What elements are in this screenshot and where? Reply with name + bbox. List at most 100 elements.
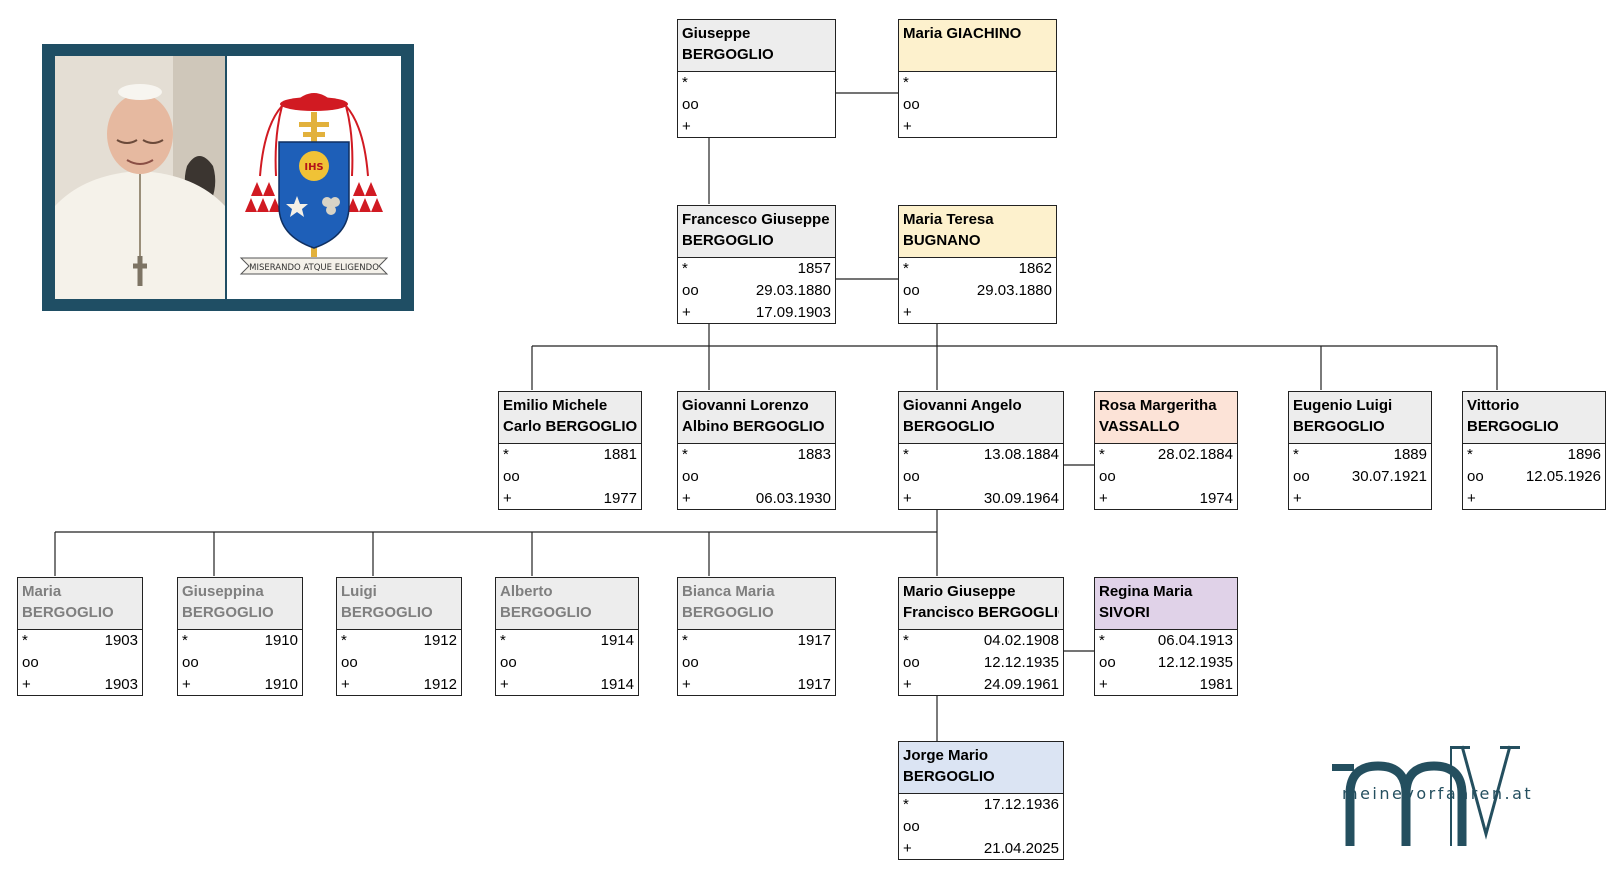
death-symbol: + — [1467, 490, 1476, 507]
death-symbol: + — [682, 490, 691, 507]
birth-row: *1896 — [1463, 444, 1605, 466]
marriage-row: oo — [337, 652, 461, 674]
birth-row: *13.08.1884 — [899, 444, 1063, 466]
birth-date: 1862 — [1018, 260, 1052, 277]
name-line1: Giovanni Lorenzo — [682, 397, 809, 414]
birth-symbol: * — [1099, 632, 1105, 649]
marriage-date: 29.03.1880 — [976, 282, 1052, 299]
death-row: +06.03.1930 — [678, 488, 835, 510]
birth-row: * — [678, 72, 835, 94]
death-symbol: + — [1099, 676, 1108, 693]
birth-row: * 1917 — [678, 630, 835, 652]
birth-row: *1857 — [678, 258, 835, 280]
death-row: + — [899, 302, 1056, 324]
birth-date: 1917 — [797, 632, 831, 649]
name-line2: BERGOGLIO — [182, 604, 274, 621]
birth-row: * 1914 — [496, 630, 638, 652]
death-date: 1917 — [797, 676, 831, 693]
birth-date: 1903 — [104, 632, 138, 649]
birth-symbol: * — [682, 632, 688, 649]
death-symbol: + — [903, 304, 912, 321]
death-row: +1914 — [496, 674, 638, 696]
marriage-row: oo — [18, 652, 142, 674]
marriage-row: oo — [178, 652, 302, 674]
death-date: 1981 — [1199, 676, 1233, 693]
death-date: 30.09.1964 — [983, 490, 1059, 507]
name-line1: Regina Maria — [1099, 583, 1193, 600]
birth-date: 17.12.1936 — [983, 796, 1059, 813]
birth-symbol: * — [903, 446, 909, 463]
birth-row: *1903 — [18, 630, 142, 652]
death-row: +1977 — [499, 488, 641, 510]
marriage-row: oo 30.07.1921 — [1289, 466, 1431, 488]
birth-date: 1912 — [423, 632, 457, 649]
name-line1: Maria GIACHINO — [903, 25, 1022, 42]
marriage-row: oo — [899, 466, 1063, 488]
meinevorfahren-logo — [1332, 738, 1572, 858]
death-symbol: + — [1293, 490, 1302, 507]
death-date: 1974 — [1199, 490, 1233, 507]
birth-date: 1914 — [600, 632, 634, 649]
death-row: +1903 — [18, 674, 142, 696]
birth-row: * — [899, 72, 1056, 94]
marriage-row: oo — [678, 94, 835, 116]
death-symbol: + — [22, 676, 31, 693]
birth-symbol: * — [1099, 446, 1105, 463]
person-maria-giachino: Maria GIACHINO * oo + — [898, 19, 1057, 138]
birth-symbol: * — [682, 74, 688, 91]
marriage-symbol: oo — [903, 282, 920, 299]
death-row: + — [899, 116, 1056, 138]
marriage-symbol: oo — [503, 468, 520, 485]
marriage-symbol: oo — [903, 818, 920, 835]
birth-date: 1883 — [797, 446, 831, 463]
death-symbol: + — [682, 676, 691, 693]
birth-row: *1862 — [899, 258, 1056, 280]
motto-text: MISERANDO ATQUE ELIGENDO — [249, 263, 379, 273]
death-row: +1910 — [178, 674, 302, 696]
death-row: + — [678, 116, 835, 138]
death-symbol: + — [341, 676, 350, 693]
death-date: 21.04.2025 — [983, 840, 1059, 857]
birth-symbol: * — [682, 260, 688, 277]
name-line2: BUGNANO — [903, 232, 981, 249]
marriage-symbol: oo — [22, 654, 39, 671]
marriage-row: oo — [1095, 466, 1237, 488]
marriage-row: oo — [678, 466, 835, 488]
death-symbol: + — [1099, 490, 1108, 507]
marriage-symbol: oo — [903, 96, 920, 113]
death-row: + — [1463, 488, 1605, 510]
marriage-symbol: oo — [1293, 468, 1310, 485]
marriage-symbol: oo — [682, 654, 699, 671]
marriage-symbol: oo — [682, 468, 699, 485]
birth-row: *06.04.1913 — [1095, 630, 1237, 652]
birth-row: *1883 — [678, 444, 835, 466]
marriage-symbol: oo — [903, 468, 920, 485]
marriage-date: 29.03.1880 — [755, 282, 831, 299]
birth-row: *1912 — [337, 630, 461, 652]
name-line2: BERGOGLIO — [500, 604, 592, 621]
name-line2: BERGOGLIO — [903, 418, 995, 435]
marriage-date: 30.07.1921 — [1351, 468, 1427, 485]
name-line2: VASSALLO — [1099, 418, 1180, 435]
birth-row: *1881 — [499, 444, 641, 466]
death-symbol: + — [503, 490, 512, 507]
birth-date: 04.02.1908 — [983, 632, 1059, 649]
name-line1: Alberto — [500, 583, 553, 600]
emblem-text: IHS — [304, 162, 323, 173]
birth-symbol: * — [500, 632, 506, 649]
marriage-row: oo — [899, 816, 1063, 838]
birth-symbol: * — [1293, 446, 1299, 463]
death-row: +24.09.1961 — [899, 674, 1063, 696]
